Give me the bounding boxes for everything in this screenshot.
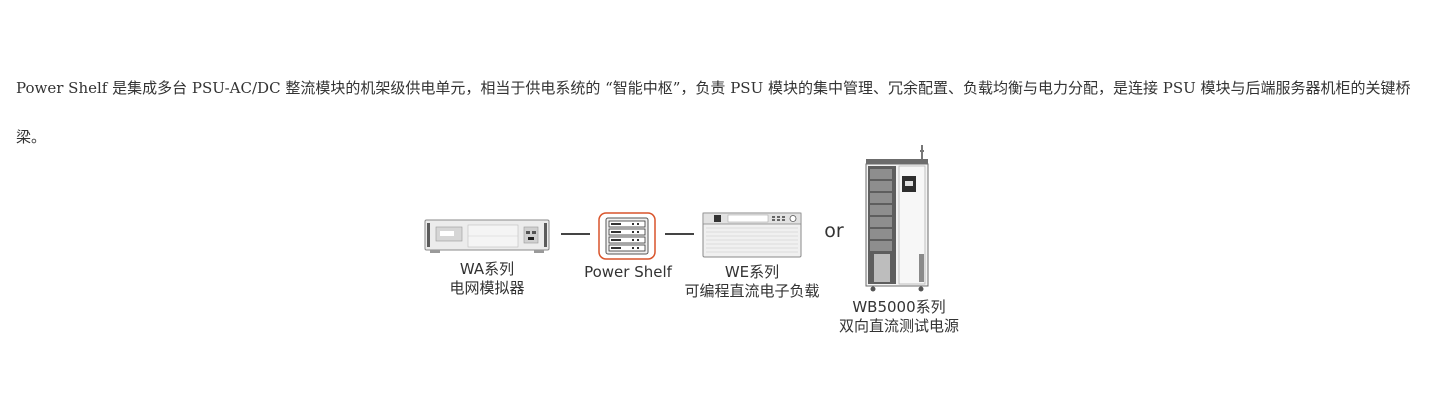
- we-series-name: WE系列: [724, 263, 780, 281]
- we-device-type: 可编程直流电子负载: [684, 282, 820, 300]
- wb5000-device-type: 双向直流测试电源: [838, 317, 959, 335]
- power-shelf-name: Power Shelf: [584, 263, 672, 281]
- we-electronic-load-image: [702, 212, 802, 258]
- we-label: WE系列 可编程直流电子负载: [672, 263, 832, 301]
- wb5000-label: WB5000系列 双向直流测试电源: [818, 298, 980, 336]
- power-shelf-image: [598, 212, 656, 260]
- wb5000-series-name: WB5000系列: [852, 298, 946, 316]
- wa-grid-simulator-image: [424, 219, 550, 253]
- wa-device-type: 电网模拟器: [449, 279, 525, 297]
- intro-paragraph: Power Shelf 是集成多台 PSU-AC/DC 整流模块的机架级供电单元…: [16, 79, 1411, 146]
- wa-series-name: WA系列: [459, 260, 515, 278]
- wa-label: WA系列 电网模拟器: [426, 260, 548, 298]
- connector-line: [665, 233, 694, 235]
- or-separator: or: [824, 220, 844, 242]
- power-shelf-label: Power Shelf: [578, 263, 678, 282]
- wb5000-cabinet-image: [865, 145, 929, 292]
- connector-line: [561, 233, 590, 235]
